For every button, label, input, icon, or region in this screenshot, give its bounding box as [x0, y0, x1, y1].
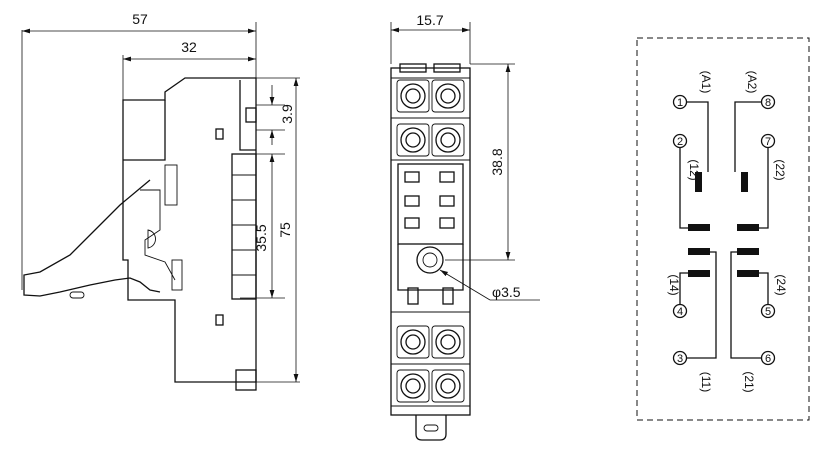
dim-hole-label: φ3.5 — [492, 284, 521, 300]
svg-text:7: 7 — [765, 136, 771, 148]
contact-com-left — [688, 248, 710, 255]
dim-32-label: 32 — [181, 39, 197, 55]
terminal-bottom-left — [396, 369, 430, 403]
side-foot — [235, 369, 257, 391]
svg-text:3: 3 — [677, 353, 683, 365]
dim-3.9-label: 3.9 — [279, 104, 295, 124]
dim-35.5-label: 35.5 — [253, 224, 269, 251]
contact-com-right — [737, 248, 759, 255]
contact-nc-left — [688, 224, 710, 231]
label-12: (12) — [687, 159, 701, 180]
pin-3: 3 — [672, 350, 688, 366]
label-22: (22) — [773, 159, 787, 180]
label-11: (11) — [699, 372, 713, 392]
label-24: (24) — [774, 274, 788, 295]
schematic-frame — [636, 37, 810, 421]
side-window-upper — [215, 128, 224, 140]
front-bottom-tab — [415, 415, 447, 441]
side-latch-hook — [147, 229, 156, 249]
svg-text:2: 2 — [677, 136, 683, 148]
front-view: 15.7 — [390, 12, 540, 441]
label-21: (21) — [742, 371, 756, 392]
dim-75-label: 75 — [277, 222, 293, 238]
side-inner-top — [239, 80, 256, 151]
side-body-step — [123, 100, 166, 161]
svg-text:5: 5 — [765, 306, 771, 318]
mounting-hole — [416, 246, 444, 274]
dim-15.7-label: 15.7 — [416, 12, 443, 28]
pin-6: 6 — [760, 350, 776, 366]
pin-5: 5 — [760, 303, 776, 319]
front-body — [390, 67, 471, 416]
terminal-lower-left — [396, 325, 430, 359]
terminal-lower-right — [431, 325, 465, 359]
pin-7: 7 — [760, 133, 776, 149]
coil-right-block — [741, 172, 748, 192]
wiring-schematic: 1 8 2 7 4 5 3 6 (A1) — [636, 37, 810, 421]
terminal-upper-left — [396, 123, 430, 157]
label-14: (14) — [667, 274, 681, 295]
label-a1: (A1) — [699, 71, 713, 94]
dim-38.8-label: 38.8 — [489, 148, 505, 175]
front-socket — [397, 163, 464, 245]
contact-nc-right — [737, 224, 759, 231]
side-clip-slot — [69, 291, 85, 299]
label-a2: (A2) — [745, 71, 759, 94]
pin-2: 2 — [672, 133, 688, 149]
terminal-bottom-right — [431, 369, 465, 403]
svg-text:6: 6 — [765, 353, 771, 365]
pin-4: 4 — [672, 303, 688, 319]
terminal-top-left — [396, 79, 430, 113]
terminal-upper-right — [431, 123, 465, 157]
pin-8: 8 — [760, 94, 776, 110]
coil-left-block — [695, 172, 702, 192]
contact-no-left — [688, 270, 710, 277]
side-clip-arm — [23, 179, 161, 297]
terminal-top-right — [431, 79, 465, 113]
side-window-lower — [215, 314, 224, 326]
hole-leader — [439, 269, 491, 301]
svg-text:4: 4 — [677, 306, 683, 318]
side-body-outline — [122, 77, 257, 383]
dim-57-label: 57 — [132, 11, 148, 27]
side-view: 57 32 — [21, 11, 300, 391]
svg-text:1: 1 — [677, 97, 683, 109]
svg-text:8: 8 — [765, 97, 771, 109]
contact-no-right — [737, 270, 759, 277]
pin-1: 1 — [672, 94, 688, 110]
